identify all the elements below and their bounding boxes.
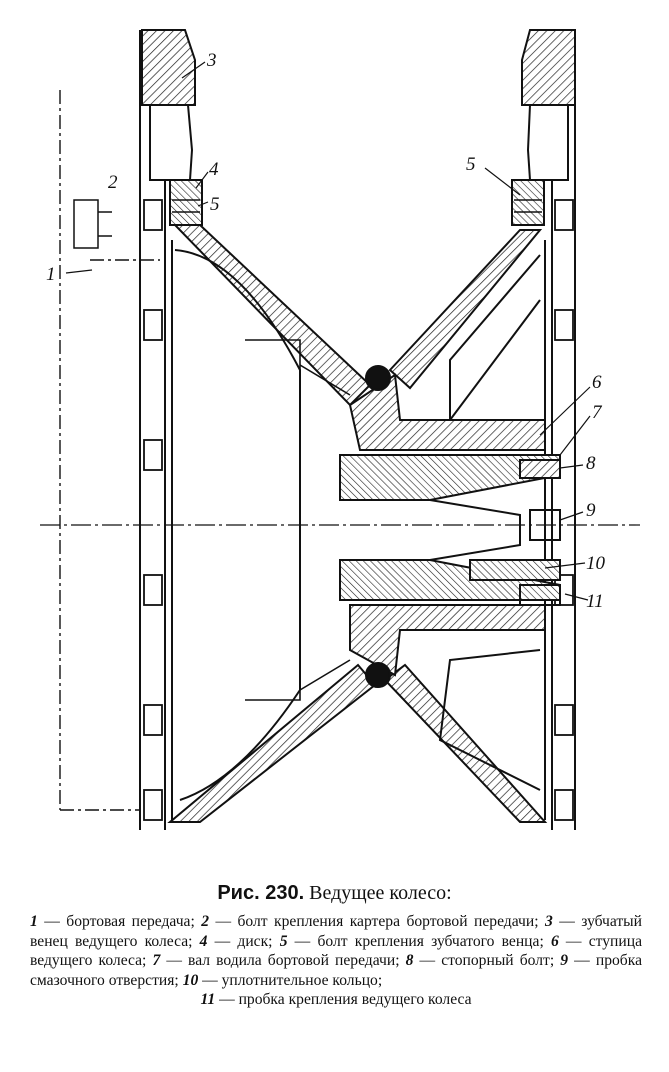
weld-top — [365, 365, 391, 391]
figure-title: Ведущее колесо: — [309, 882, 452, 904]
mount-plug-11 — [519, 584, 561, 606]
legend-item: 9 — пробка смазочного отверстия; — [30, 952, 642, 989]
shaft-7 — [339, 454, 561, 501]
hub-6 — [348, 373, 546, 451]
stopper-bolt-8 — [519, 459, 561, 479]
left-cone-lower — [167, 663, 377, 823]
left-flange-bolts — [143, 199, 163, 821]
callout-5-right: 5 — [466, 154, 476, 175]
callout-5-left: 5 — [210, 194, 220, 215]
left-flange — [139, 30, 173, 830]
callout-4: 4 — [209, 159, 219, 180]
callout-8: 8 — [586, 453, 596, 474]
weld-bottom — [365, 662, 391, 688]
callout-10: 10 — [586, 553, 606, 574]
final-drive-outline — [59, 90, 160, 811]
lube-plug-9 — [529, 509, 561, 541]
ring-gear-left-web — [149, 104, 194, 181]
legend-item: 3 — зубчатый венец ведущего колеса; — [30, 913, 643, 950]
disc-right — [511, 179, 545, 226]
drive-wheel-drawing: 1 2 3 4 5 5 6 7 8 9 10 11 — [40, 29, 640, 830]
legend-item: 5 — болт крепления зубчатого венца; — [279, 932, 551, 950]
legend-item: 1 — бортовая передача; — [30, 913, 202, 930]
legend-item: 6 — ступица ведущего колеса; — [30, 932, 642, 970]
figure-number: Рис. 230. — [217, 882, 305, 904]
figure-caption: Рис. 230. Ведущее колесо: — [0, 882, 669, 905]
callout-3: 3 — [206, 50, 217, 71]
legend-item: 7 — вал водила бортовой передачи; — [152, 952, 406, 970]
ring-gear-right — [521, 29, 576, 106]
figure-legend: 1 — бортовая передача; 2 — болт креплени… — [30, 912, 642, 1010]
callout-2: 2 — [108, 172, 118, 193]
right-rib-upper — [449, 254, 541, 423]
gear-face — [299, 364, 351, 691]
right-cone-upper — [388, 229, 543, 390]
callout-11: 11 — [586, 591, 604, 612]
ring-bolts-5 — [172, 199, 542, 213]
callout-1: 1 — [46, 264, 56, 285]
right-cone-lower — [383, 663, 548, 823]
callout-9: 9 — [586, 500, 596, 521]
leader-lines — [65, 61, 591, 601]
legend-item: 4 — диск; — [199, 932, 280, 950]
left-cone-upper — [172, 224, 372, 407]
legend-item: 8 — стопорный болт; — [405, 952, 561, 970]
gear-body — [245, 339, 301, 701]
legend-item: 11 — пробка крепления ведущего колеса — [200, 991, 472, 1009]
callout-6: 6 — [592, 372, 602, 393]
ring-gear-right-web — [526, 104, 569, 181]
legend-item: 10 — уплотнительное кольцо; — [182, 971, 383, 989]
callout-7: 7 — [592, 402, 603, 423]
legend-item: 2 — болт крепления картера бортовой пере… — [201, 913, 545, 930]
seal-ring-10 — [469, 559, 561, 581]
housing-bolt-2 — [73, 199, 112, 249]
shaft-bore — [340, 499, 521, 561]
right-flange — [544, 30, 576, 830]
ring-gear-left — [141, 29, 196, 106]
right-rib-lower — [438, 649, 541, 791]
